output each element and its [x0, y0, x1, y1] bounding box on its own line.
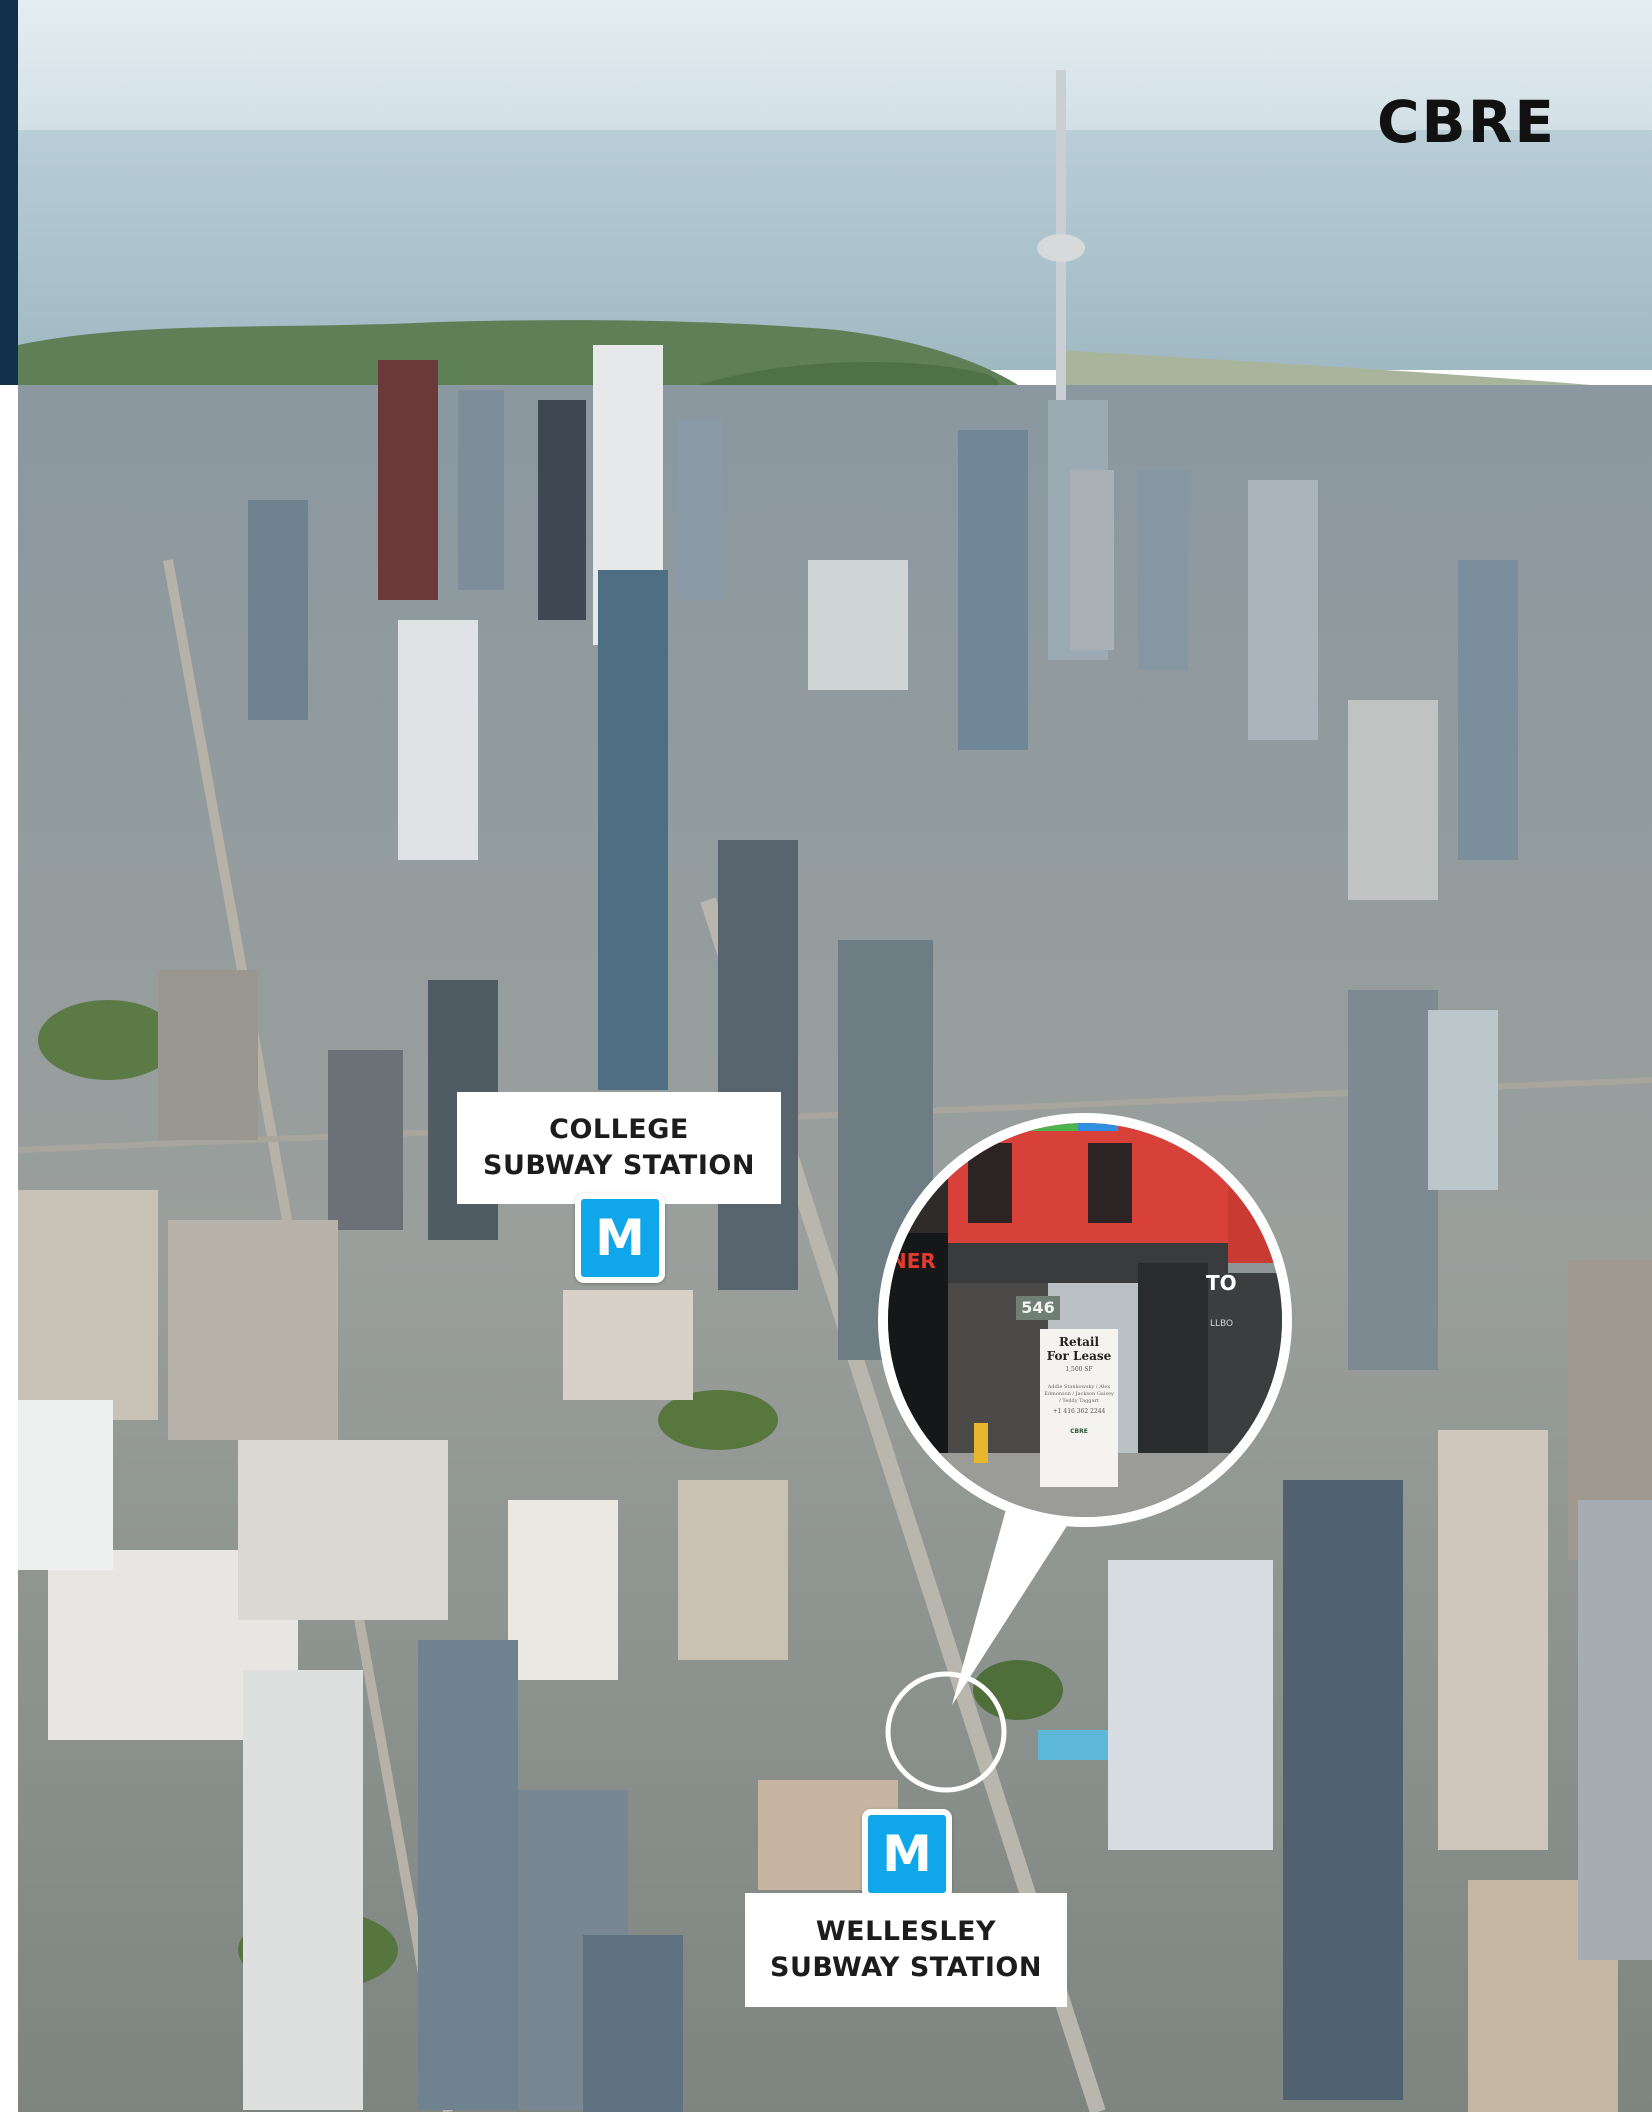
lease-sign-brand: CBRE [1070, 1428, 1088, 1435]
college-station-label: COLLEGE SUBWAY STATION [457, 1092, 781, 1204]
lease-sign-phone: +1 416 362 2244 [1052, 1408, 1106, 1415]
wellesley-station-type: SUBWAY STATION [770, 1952, 1042, 1983]
left-store-sign: NER [890, 1249, 936, 1273]
right-store-sign: TO [1206, 1271, 1237, 1295]
lease-sign-line1: Retail [1058, 1335, 1100, 1349]
right-store-subtext: LLBO [1210, 1319, 1234, 1329]
lease-sign-contacts: Addie Stankowsky / Alex Edmonson / Jacks… [1044, 1384, 1114, 1404]
aerial-photo [18, 0, 1652, 2112]
page-margin [0, 0, 18, 2112]
for-lease-sign: Retail For Lease 1,500 SF Addie Stankows… [1040, 1329, 1118, 1487]
college-station-name: COLLEGE [549, 1114, 689, 1145]
wellesley-station-name: WELLESLEY [815, 1916, 997, 1947]
wellesley-station-label: WELLESLEY SUBWAY STATION [745, 1893, 1067, 2007]
wellesley-metro-m-icon: M [862, 1809, 952, 1899]
college-station-type: SUBWAY STATION [483, 1150, 755, 1181]
cbre-logo: CBRE [1376, 88, 1556, 156]
storefront-inset: NER TO LLBO 546 Retail For Lease 1,500 S… [878, 1113, 1292, 1527]
address-number: 546 [1016, 1296, 1060, 1320]
college-metro-m-icon: M [575, 1193, 665, 1283]
aerial-photo-illustration [18, 0, 1652, 2112]
accent-bar [0, 0, 18, 385]
lease-sign-line2: For Lease [1046, 1349, 1112, 1363]
lease-sign-area: 1,500 SF [1065, 1366, 1093, 1373]
